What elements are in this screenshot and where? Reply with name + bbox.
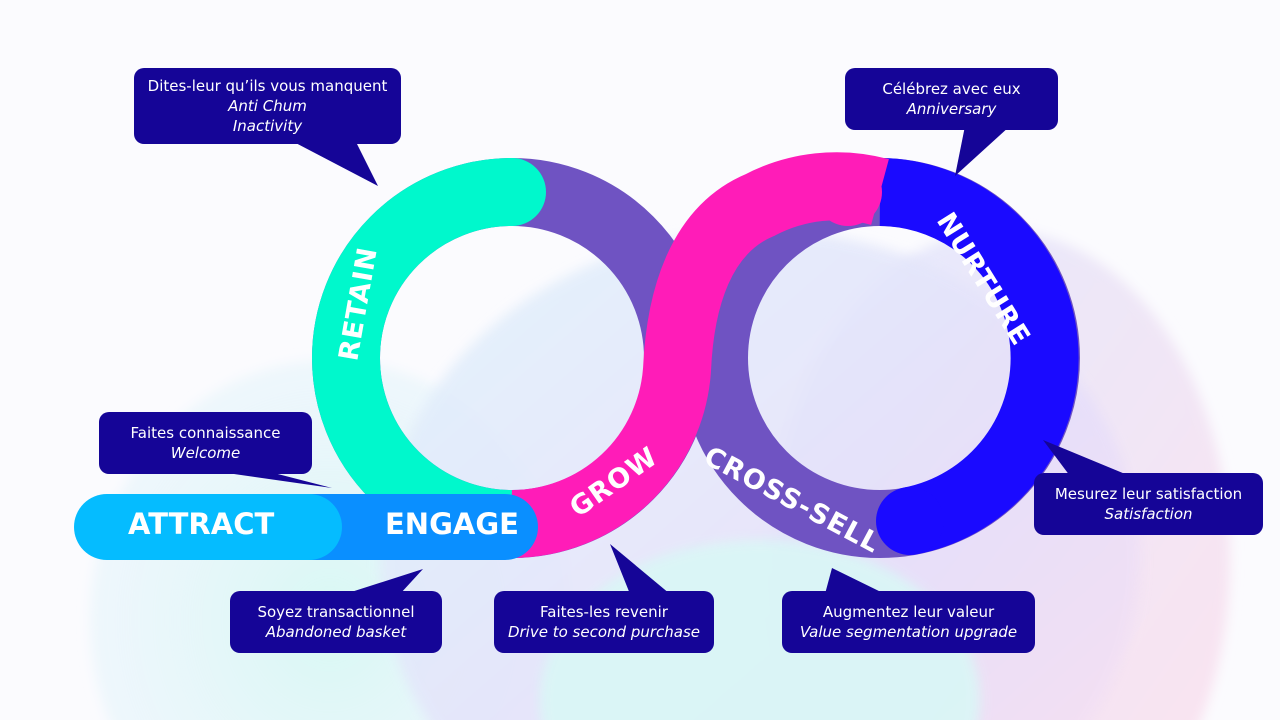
callout-engage: Soyez transactionnel Abandoned basket <box>230 591 442 653</box>
callout-grow: Faites-les revenir Drive to second purch… <box>494 591 714 653</box>
callout-retain: Dites-leur qu’ils vous manquent Anti Chu… <box>134 68 401 144</box>
callout-title: Soyez transactionnel <box>257 603 415 621</box>
stage-label-engage: ENGAGE <box>385 507 519 541</box>
callout-nurture: Célébrez avec eux Anniversary <box>845 68 1058 130</box>
callout-cross-sell: Augmentez leur valeur Value segmentation… <box>782 591 1035 653</box>
callout-subtitle: Anti Chum <box>228 97 307 115</box>
callout-subtitle: Welcome <box>170 444 241 462</box>
retain-segment <box>312 158 513 558</box>
callout-title: Faites-les revenir <box>540 603 668 621</box>
callout-subtitle: Value segmentation upgrade <box>799 623 1018 641</box>
retain-cap <box>478 158 546 226</box>
nurture-segment <box>879 158 1079 555</box>
callout-attract: Faites connaissance Welcome <box>99 412 312 474</box>
nurture-cap <box>876 487 944 555</box>
callout-title: Augmentez leur valeur <box>822 603 995 621</box>
callout-title: Faites connaissance <box>130 424 281 442</box>
grow-cap <box>814 158 882 226</box>
callout-satisfaction: Mesurez leur satisfaction Satisfaction <box>1034 473 1263 535</box>
callout-title: Célébrez avec eux <box>882 80 1021 98</box>
callout-subtitle: Drive to second purchase <box>507 623 701 641</box>
callout-subtitle: Abandoned basket <box>265 623 407 641</box>
callout-title: Mesurez leur satisfaction <box>1054 485 1243 503</box>
callout-subtitle: Inactivity <box>232 117 303 135</box>
callout-title: Dites-leur qu’ils vous manquent <box>147 77 388 95</box>
attract-pill <box>74 494 342 560</box>
callout-subtitle: Satisfaction <box>1104 505 1193 523</box>
callout-subtitle: Anniversary <box>906 100 997 118</box>
grow-segment <box>511 152 889 558</box>
stage-label-attract: ATTRACT <box>128 507 275 541</box>
